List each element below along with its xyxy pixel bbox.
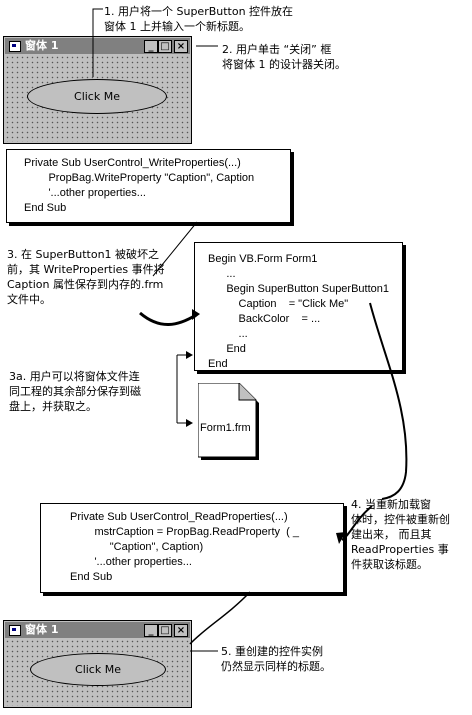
- code-line: PropBag.WriteProperty "Caption", Caption: [24, 172, 255, 184]
- code-line: '...other properties...: [24, 187, 146, 199]
- form-design-grid: Click Me: [5, 55, 190, 142]
- frm-file-label: Form1.frm: [200, 422, 251, 434]
- step-3-curve-arrow: [139, 311, 197, 326]
- step-3-note: 3. 在 SuperButton1 被破坏之 前，其 WriteProperti…: [7, 248, 165, 306]
- step-5-curve-arrow: [189, 591, 251, 645]
- close-button[interactable]: ×: [174, 624, 188, 637]
- code-line: "Caption", Caption): [70, 541, 204, 553]
- form-app-icon: [9, 625, 21, 636]
- superbutton-caption: Click Me: [74, 90, 120, 103]
- minimize-button[interactable]: _: [144, 40, 158, 53]
- code-line: mstrCaption = PropBag.ReadProperty ( _: [70, 526, 299, 538]
- step-1-connector: [92, 8, 103, 77]
- minimize-button[interactable]: _: [144, 624, 158, 637]
- code-line: ...: [208, 328, 248, 340]
- window-title: 窗体 1: [25, 39, 59, 52]
- step-2-note: 2. 用户单击 “关闭” 框 将窗体 1 的设计器关闭。: [222, 43, 346, 71]
- code-line: '...other properties...: [70, 556, 192, 568]
- maximize-button[interactable]: □: [158, 624, 172, 637]
- code-line: Begin VB.Form Form1: [208, 253, 318, 265]
- read-properties-code-box: Private Sub UserControl_ReadProperties(.…: [40, 503, 344, 593]
- form-app-icon: [9, 41, 21, 52]
- step-3-connector: [152, 221, 198, 277]
- form1-titlebar-top: 窗体 1 _ □ ×: [5, 38, 190, 54]
- form-design-grid: Click Me: [5, 639, 190, 706]
- code-line: End Sub: [70, 571, 113, 583]
- form1-window-bottom: 窗体 1 _ □ × Click Me: [3, 620, 192, 708]
- code-line: End: [208, 358, 228, 370]
- write-properties-code-box: Private Sub UserControl_WriteProperties(…: [6, 149, 291, 223]
- code-line: Private Sub UserControl_ReadProperties(.…: [70, 511, 288, 523]
- frm-file-code-box: Begin VB.Form Form1 ... Begin SuperButto…: [194, 242, 403, 371]
- code-line: ...: [208, 268, 236, 280]
- code-line: End Sub: [24, 202, 67, 214]
- code-line: Private Sub UserControl_WriteProperties(…: [24, 157, 241, 169]
- form1-titlebar-bottom: 窗体 1 _ □ ×: [5, 622, 190, 638]
- maximize-button[interactable]: □: [158, 40, 172, 53]
- code-line: Begin SuperButton SuperButton1: [208, 283, 390, 295]
- close-button[interactable]: ×: [174, 40, 188, 53]
- superbutton-control[interactable]: Click Me: [30, 653, 166, 686]
- code-line: BackColor = ...: [208, 313, 321, 325]
- window-title: 窗体 1: [25, 623, 59, 636]
- step-3a-note: 3a. 用户可以将窗体文件连 同工程的其余部分保存到磁 盘上，并获取之。: [9, 370, 141, 413]
- code-line: End: [208, 343, 246, 355]
- code-line: Caption = "Click Me": [208, 298, 349, 310]
- frm-file-icon: [197, 382, 262, 463]
- superbutton-control[interactable]: Click Me: [27, 79, 167, 114]
- step-1-note: 1. 用户将一个 SuperButton 控件放在 窗体 1 上并输入一个新标题…: [104, 5, 294, 33]
- step-4-arrow: [341, 505, 373, 541]
- step-4-curve: [369, 302, 408, 500]
- superbutton-caption: Click Me: [75, 663, 121, 676]
- step-5-note: 5. 重创建的控件实例 仍然显示同样的标题。: [221, 645, 331, 673]
- form1-window-top: 窗体 1 _ □ × Click Me: [3, 36, 192, 144]
- step-4-note: 4. 当重新加载窗 体时，控件被重新创 建出来， 而且其 ReadPropert…: [351, 498, 450, 571]
